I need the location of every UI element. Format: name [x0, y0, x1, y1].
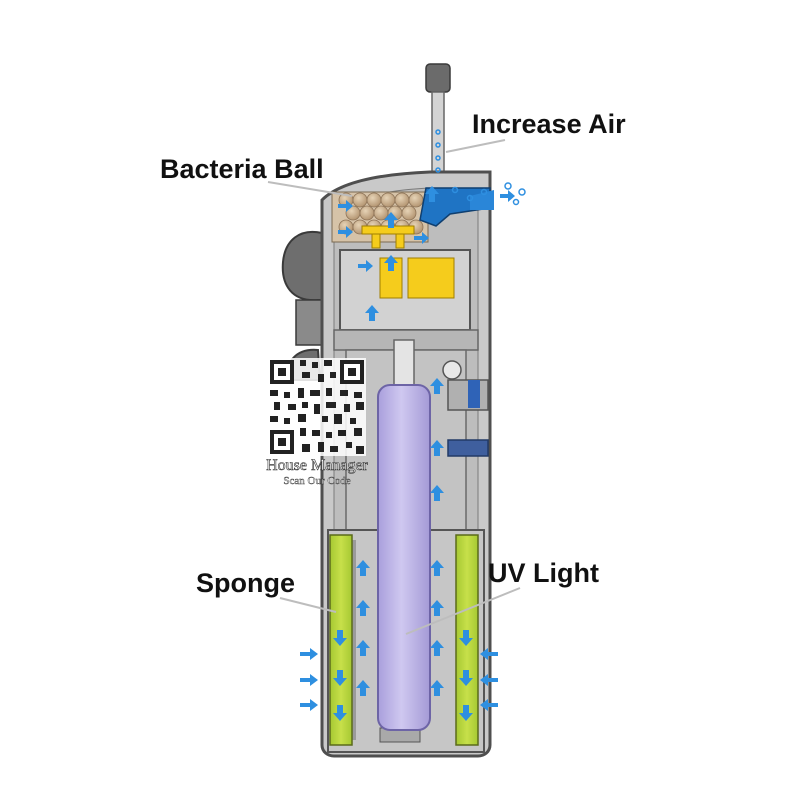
leader-increase-air — [445, 139, 506, 153]
flow-arrow-down — [459, 630, 473, 646]
label-increase-air: Increase Air — [472, 109, 626, 139]
bubble — [480, 188, 488, 196]
air-bubbles — [435, 129, 526, 206]
flow-arrow-right — [338, 200, 353, 212]
flow-arrow-down — [333, 670, 347, 686]
flow-arrow-up — [430, 680, 444, 696]
flow-arrow-up — [430, 378, 444, 394]
bubble — [518, 188, 526, 196]
watermark-subtitle: Scan Our Code — [283, 475, 350, 487]
flow-arrow-down — [333, 705, 347, 721]
water-flow-arrows — [300, 186, 515, 721]
flow-arrow-up — [430, 485, 444, 501]
bubble — [466, 194, 474, 202]
flow-arrow-in — [300, 699, 318, 711]
flow-arrow-up — [430, 600, 444, 616]
label-sponge: Sponge — [196, 568, 295, 598]
flow-arrow-up — [384, 212, 398, 228]
label-bacteria-ball: Bacteria Ball — [160, 154, 324, 184]
suction-cup-mount — [281, 230, 323, 381]
flow-arrow-in — [480, 648, 498, 660]
qr-code-watermark — [268, 358, 366, 456]
uv-light-tube — [377, 339, 431, 731]
flow-arrow-up — [356, 680, 370, 696]
bubble — [435, 129, 441, 135]
flow-arrow-up — [356, 640, 370, 656]
flow-arrow-down — [333, 630, 347, 646]
flow-arrow-right — [338, 226, 353, 238]
watermark-title: House Manager — [266, 457, 368, 474]
flow-arrow-down — [459, 670, 473, 686]
bubble — [435, 167, 441, 173]
bubble — [512, 198, 520, 206]
flow-arrow-up — [430, 440, 444, 456]
leader-lines — [267, 139, 521, 635]
bubble — [435, 142, 441, 148]
flow-arrow-up — [430, 560, 444, 576]
leader-sponge — [279, 597, 337, 613]
flow-arrow-right — [414, 232, 429, 244]
flow-arrow-up — [365, 305, 379, 321]
flow-arrow-up — [356, 560, 370, 576]
flow-arrow-down — [459, 705, 473, 721]
bubble — [504, 182, 512, 190]
flow-arrow-in — [480, 699, 498, 711]
flow-arrow-in — [480, 674, 498, 686]
flow-arrow-in — [300, 674, 318, 686]
leader-uv-light — [405, 587, 521, 635]
air-intake-tube — [425, 63, 451, 189]
bubble — [451, 186, 459, 194]
flow-arrow-up — [425, 186, 439, 202]
bubble — [435, 155, 441, 161]
flow-arrow-in — [300, 648, 318, 660]
flow-arrow-up — [384, 255, 398, 271]
flow-arrow-up — [356, 600, 370, 616]
flow-arrow-right — [500, 190, 515, 202]
flow-arrow-up — [430, 640, 444, 656]
label-uv-light: UV Light — [488, 558, 599, 588]
flow-arrow-right — [358, 260, 373, 272]
leader-bacteria-ball — [267, 181, 353, 197]
